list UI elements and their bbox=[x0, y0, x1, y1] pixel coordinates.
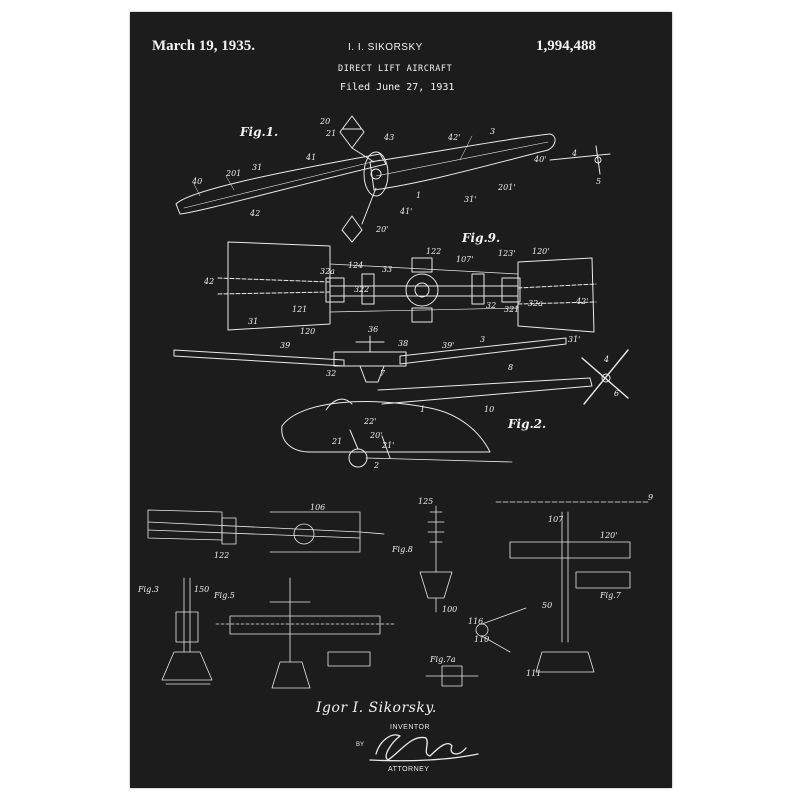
patent-poster: March 19, 1935. I. I. SIKORSKY 1,994,488… bbox=[130, 12, 672, 788]
reference-numeral: 32a bbox=[528, 299, 543, 308]
reference-numeral: 31' bbox=[568, 335, 580, 344]
reference-numeral: 150 bbox=[194, 585, 209, 594]
reference-numeral: 123' bbox=[498, 249, 515, 258]
inventor-signature-name: Igor I. Sikorsky. bbox=[316, 700, 437, 716]
by-label: BY bbox=[356, 742, 365, 748]
reference-numeral: 3 bbox=[480, 335, 485, 344]
reference-numeral: 121 bbox=[292, 305, 307, 314]
reference-numeral: 9 bbox=[648, 493, 653, 502]
reference-numeral: 50 bbox=[542, 601, 552, 610]
patent-date: March 19, 1935. bbox=[152, 38, 256, 54]
reference-numeral: 32 bbox=[326, 369, 336, 378]
reference-numeral: 122 bbox=[426, 247, 441, 256]
patent-title: DIRECT LIFT AIRCRAFT bbox=[338, 64, 453, 74]
reference-numeral: 201 bbox=[225, 169, 241, 178]
reference-numeral: 322 bbox=[354, 285, 369, 294]
reference-numeral: 38 bbox=[398, 339, 408, 348]
reference-numeral: 7 bbox=[380, 369, 386, 378]
reference-numeral: 31 bbox=[252, 163, 262, 172]
fig5-label: Fig.5 bbox=[213, 591, 235, 600]
reference-numeral: 125 bbox=[418, 497, 433, 506]
fig7a-label: Fig.7a bbox=[429, 655, 456, 664]
fig8-label: Fig.8 bbox=[391, 545, 413, 554]
fig2-numerals: 39 36 38 39' 3 8 4 6 32 7 1 10 22' 21 20… bbox=[280, 325, 619, 470]
reference-numeral: 5 bbox=[596, 177, 601, 186]
reference-numeral: 43 bbox=[383, 133, 394, 142]
reference-numeral: 107' bbox=[456, 255, 473, 264]
reference-numeral: 4 bbox=[571, 149, 577, 158]
reference-numeral: 39 bbox=[280, 341, 290, 350]
fig1-numerals: 40 201 31 42 20 21 43 42' 3 40' 4 5 201'… bbox=[191, 117, 601, 234]
fig2-side-elevation: Fig.2. bbox=[173, 335, 629, 468]
reference-numeral: 42 bbox=[203, 277, 214, 286]
reference-numeral: 21 bbox=[331, 437, 342, 446]
reference-numeral: 2 bbox=[373, 461, 379, 470]
reference-numeral: 10 bbox=[484, 405, 494, 414]
lower-numerals: 125 106 107 116 120' 9 122 110 50 100 11… bbox=[194, 493, 653, 678]
reference-numeral: 6 bbox=[614, 389, 619, 398]
patent-number: 1,994,488 bbox=[536, 38, 596, 54]
patent-drawing: Fig.1. 40 201 bbox=[137, 115, 653, 762]
fig2-label: Fig.2. bbox=[507, 417, 546, 431]
reference-numeral: 20' bbox=[369, 431, 382, 440]
reference-numeral: 3 bbox=[490, 127, 495, 136]
reference-numeral: 20' bbox=[375, 225, 388, 234]
reference-numeral: 42 bbox=[249, 209, 260, 218]
attorney-role-label: ATTORNEY bbox=[388, 766, 430, 773]
lower-detail-figures: Fig.8 Fig.3 Fig.5 Fig.7 bbox=[137, 501, 651, 689]
fig9-hub-section: Fig.9. bbox=[217, 231, 597, 333]
reference-numeral: 31' bbox=[464, 195, 476, 204]
reference-numeral: 42' bbox=[447, 133, 460, 142]
attorney-signature-scrawl bbox=[369, 734, 479, 762]
reference-numeral: 21 bbox=[325, 129, 336, 138]
reference-numeral: 111 bbox=[526, 669, 541, 678]
reference-numeral: 40 bbox=[191, 177, 202, 186]
reference-numeral: 120 bbox=[300, 327, 315, 336]
reference-numeral: 201' bbox=[497, 183, 515, 192]
reference-numeral: 41 bbox=[305, 153, 316, 162]
fig9-label: Fig.9. bbox=[461, 231, 500, 245]
reference-numeral: 31 bbox=[248, 317, 258, 326]
reference-numeral: 106 bbox=[310, 503, 325, 512]
reference-numeral: 8 bbox=[508, 363, 513, 372]
reference-numeral: 20 bbox=[319, 117, 330, 126]
reference-numeral: 120' bbox=[532, 247, 549, 256]
fig3-label: Fig.3 bbox=[137, 585, 159, 594]
fig9-numerals: 42 32a 124 33 122 107' 123' 120' 322 121… bbox=[203, 247, 588, 344]
reference-numeral: 22' bbox=[363, 417, 376, 426]
fig1-label: Fig.1. bbox=[239, 125, 278, 139]
reference-numeral: 120' bbox=[600, 531, 617, 540]
reference-numeral: 36 bbox=[368, 325, 378, 334]
reference-numeral: 1 bbox=[416, 191, 421, 200]
reference-numeral: 41' bbox=[399, 207, 412, 216]
reference-numeral: 42' bbox=[575, 297, 588, 306]
inventor-role-label: INVENTOR bbox=[390, 724, 431, 731]
reference-numeral: 32 bbox=[486, 301, 496, 310]
reference-numeral: 40' bbox=[533, 155, 546, 164]
reference-numeral: 21' bbox=[381, 441, 394, 450]
reference-numeral: 33 bbox=[382, 265, 392, 274]
reference-numeral: 32a bbox=[320, 267, 335, 276]
reference-numeral: 110 bbox=[474, 635, 489, 644]
reference-numeral: 1 bbox=[420, 405, 425, 414]
fig7-label: Fig.7 bbox=[599, 591, 622, 600]
reference-numeral: 124 bbox=[348, 261, 363, 270]
filed-date: Filed June 27, 1931 bbox=[340, 82, 455, 93]
fig1-rotor-plan: Fig.1. bbox=[175, 115, 611, 243]
inventor-heading: I. I. SIKORSKY bbox=[348, 42, 423, 53]
reference-numeral: 4 bbox=[603, 355, 609, 364]
reference-numeral: 39' bbox=[442, 341, 454, 350]
reference-numeral: 321 bbox=[504, 305, 519, 314]
reference-numeral: 107 bbox=[548, 515, 564, 524]
reference-numeral: 122 bbox=[214, 551, 229, 560]
reference-numeral: 100 bbox=[442, 605, 457, 614]
reference-numeral: 116 bbox=[468, 617, 483, 626]
